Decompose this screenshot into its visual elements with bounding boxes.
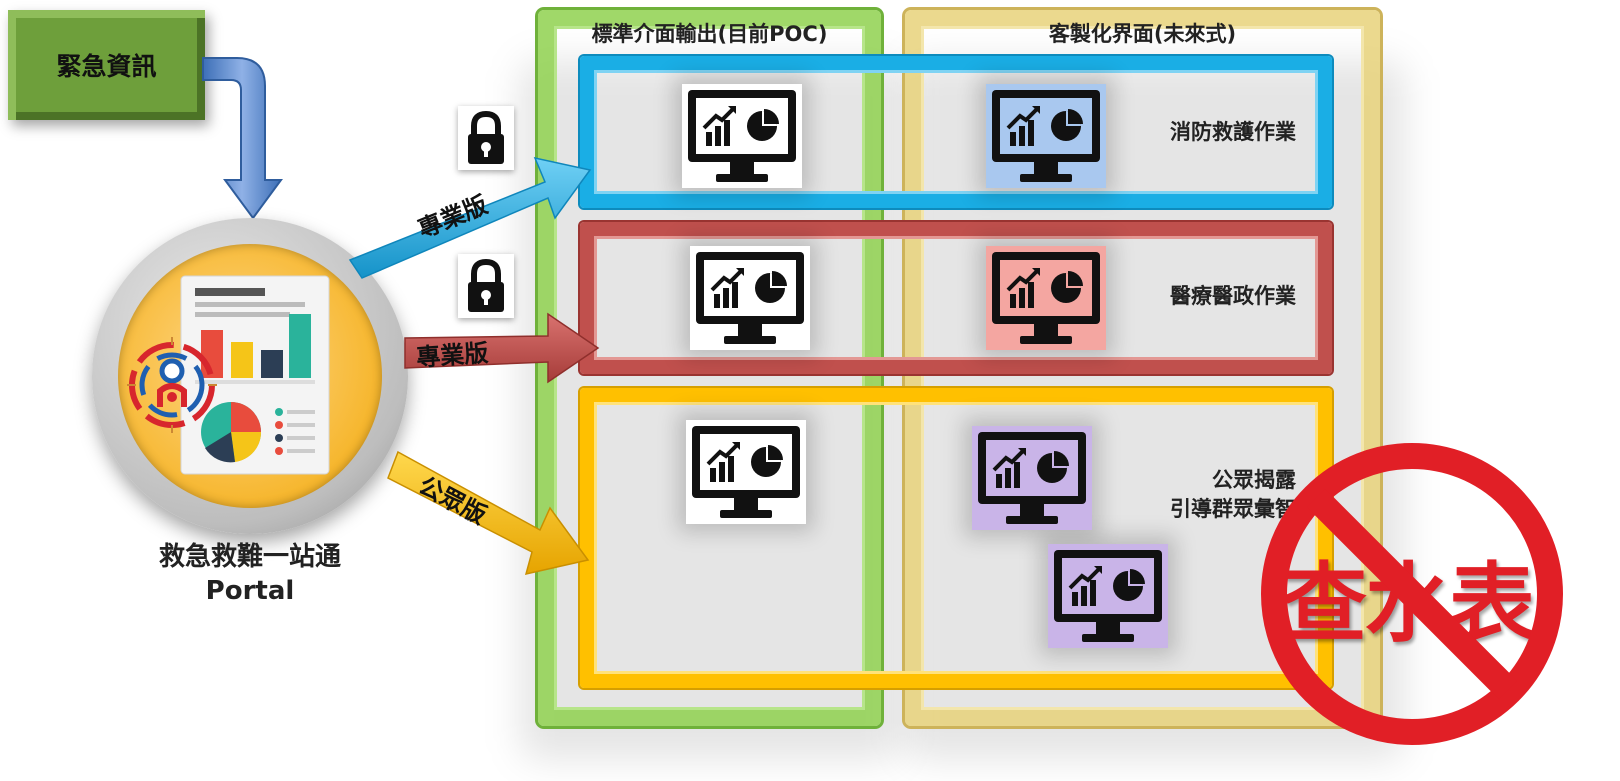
portal-title-line1: 救急救難一站通 xyxy=(158,542,341,572)
portal-title: 救急救難一站通 Portal xyxy=(130,540,370,608)
portal-logo-icon xyxy=(127,337,217,433)
arrow-label-professional-2: 專業版 xyxy=(415,338,490,372)
row-fire-rescue-frame xyxy=(580,56,1332,208)
portal-title-line2: Portal xyxy=(205,576,295,606)
emergency-info-box: 緊急資訊 xyxy=(8,10,205,120)
no-entry-icon xyxy=(1261,443,1563,745)
row-public-label-line1: 公眾揭露 xyxy=(1212,468,1296,492)
emergency-info-label: 緊急資訊 xyxy=(56,52,157,81)
arrow-professional-1 xyxy=(348,156,592,279)
row-public-frame xyxy=(580,388,1332,688)
arrow-professional-2 xyxy=(404,312,600,384)
custom-column-title: 客製化界面(未來式) xyxy=(1048,22,1237,46)
lock-icon xyxy=(458,106,514,170)
row-medical-label: 醫療醫政作業 xyxy=(1170,284,1296,308)
report-document-icon xyxy=(180,275,330,475)
row-public-label-line2: 引導群眾彙智 xyxy=(1170,497,1296,521)
standard-column-title: 標準介面輸出(目前POC) xyxy=(591,22,828,46)
lock-icon xyxy=(458,254,514,318)
emergency-to-portal-arrow xyxy=(202,57,283,220)
arrow-public xyxy=(387,450,590,576)
row-public-label: 公眾揭露 引導群眾彙智 xyxy=(1110,466,1296,524)
row-fire-rescue-label: 消防救護作業 xyxy=(1170,120,1296,144)
row-medical-frame xyxy=(580,222,1332,374)
